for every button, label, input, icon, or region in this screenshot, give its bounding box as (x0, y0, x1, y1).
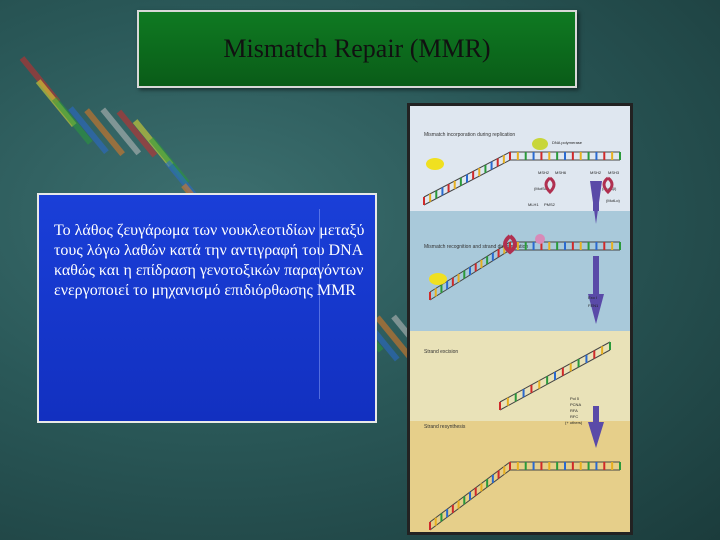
pol-label: Pol δ (570, 396, 580, 401)
arrow-3-shaft (593, 406, 599, 426)
others-label: (+ others) (565, 420, 583, 425)
fen-label: FEN1 (588, 303, 599, 308)
arrow-2 (588, 294, 604, 324)
pms2-label: PMS2 (544, 202, 556, 207)
mutla-label: (MutLα) (606, 198, 621, 203)
mutsa-label: (MutSα) (534, 186, 549, 191)
mutsb-clamp (602, 176, 614, 195)
msh3-label: MSH3 (608, 170, 620, 175)
helix-rung (100, 107, 142, 156)
page-title: Mismatch Repair (MMR) (223, 34, 491, 63)
mutl-marker (535, 234, 545, 244)
mutsa-clamp (544, 176, 556, 195)
arrow-1-shaft (593, 181, 599, 211)
rfa-label: RFA (570, 408, 578, 413)
helix-rung (84, 108, 125, 157)
stage-4-label: Strand resynthesis (424, 424, 466, 430)
stage-1-label: Mismatch incorporation during replicatio… (424, 132, 515, 138)
exo-label: Exo I (588, 295, 597, 300)
stage-3-label: Strand excision (424, 349, 458, 355)
description-text: Το λάθος ζευγάρωμα των νουκλεοτιδίων μετ… (54, 222, 365, 299)
arrow-3 (588, 422, 604, 448)
msh2-a-label: MSH2 (538, 170, 550, 175)
helix-rung (68, 106, 109, 155)
msh2-b-label: MSH2 (590, 170, 602, 175)
mlh1-label: MLH1 (528, 202, 539, 207)
description-box: Το λάθος ζευγάρωμα των νουκλεοτιδίων μετ… (37, 193, 377, 423)
mmr-diagram: Mismatch incorporation during replicatio… (407, 103, 633, 535)
rfc-label: RFC (570, 414, 578, 419)
dna-strands (423, 151, 621, 531)
pcna-label: PCNA (570, 402, 581, 407)
marker-yellow-2 (429, 273, 447, 285)
polymerase-marker (532, 138, 548, 150)
text-divider (319, 209, 320, 399)
msh6-label: MSH6 (555, 170, 567, 175)
recognition-clamp (503, 234, 517, 255)
title-banner: Mismatch Repair (MMR) (137, 10, 577, 88)
polymerase-label: DNA polymerase (552, 140, 583, 145)
helix-rung (116, 109, 158, 158)
helix-rung (51, 96, 93, 145)
mmr-diagram-svg: Mismatch incorporation during replicatio… (410, 106, 630, 532)
arrow-2-shaft (593, 256, 599, 296)
marker-yellow-1 (426, 158, 444, 170)
stage-2-label: Mismatch recognition and strand discrimi… (424, 244, 528, 250)
